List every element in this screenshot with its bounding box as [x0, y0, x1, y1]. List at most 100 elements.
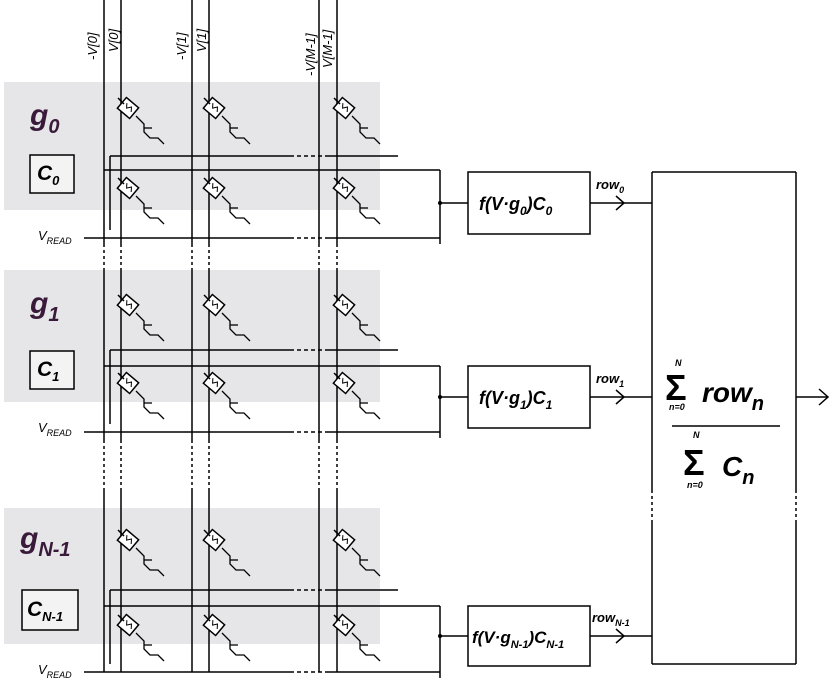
- cell-transistor: [221, 547, 251, 577]
- weight-label-g0: g0: [29, 99, 59, 138]
- sum-denominator: Cn: [722, 451, 754, 489]
- cell-glyph: [126, 103, 132, 113]
- memory-cell-1: [202, 96, 251, 145]
- cell-transistor: [351, 115, 381, 145]
- memory-cell-2: [332, 96, 381, 145]
- memory-cell-8: [332, 293, 381, 342]
- cn-1-box: [21, 589, 79, 631]
- memory-cell-5: [332, 176, 381, 225]
- junction-dot-0: [438, 201, 442, 205]
- cell-lead: [117, 294, 125, 302]
- cell-transistor: [351, 547, 381, 577]
- cell-lead: [333, 97, 341, 105]
- cell-glyph: [342, 535, 348, 545]
- cell-transistor: [135, 547, 165, 577]
- cell-glyph: [126, 378, 132, 388]
- cell-glyph: [126, 183, 132, 193]
- row-label-n-1: rowN-1: [592, 610, 630, 628]
- weight-label-g1: g1: [29, 287, 59, 326]
- sum-numerator: rown: [702, 377, 764, 415]
- cell-transistor: [351, 312, 381, 342]
- cell-glyph: [342, 620, 348, 630]
- cell-lead: [117, 529, 125, 537]
- col-1-pos-label: V[1]: [194, 28, 209, 52]
- memory-cell-3: [116, 176, 165, 225]
- col-1-neg-label: -V[1]: [174, 32, 189, 60]
- memory-cell-13: [202, 528, 251, 577]
- col-0-neg-label: -V[0]: [85, 32, 100, 60]
- cell-transistor: [221, 195, 251, 225]
- cell-lead: [203, 294, 211, 302]
- cell-glyph: [126, 300, 132, 310]
- row-output-wires: [590, 195, 652, 644]
- sum-lower-2: n=0: [687, 480, 703, 490]
- sum-upper-1: N: [675, 358, 682, 368]
- memory-cell-0: [116, 96, 165, 145]
- memory-cell-7: [202, 293, 251, 342]
- memory-cell-16: [202, 613, 251, 662]
- cell-lead: [203, 614, 211, 622]
- cell-glyph: [212, 300, 218, 310]
- memory-cells: [116, 96, 381, 662]
- cell-glyph: [212, 183, 218, 193]
- cell-glyph: [126, 620, 132, 630]
- cell-glyph: [126, 535, 132, 545]
- cell-transistor: [221, 115, 251, 145]
- memory-cell-12: [116, 528, 165, 577]
- cell-transistor: [221, 390, 251, 420]
- junction-dot-2: [438, 634, 442, 638]
- memory-cell-15: [116, 613, 165, 662]
- memory-cell-11: [332, 371, 381, 420]
- crossbar-wires: [84, 0, 468, 678]
- cell-lead: [203, 97, 211, 105]
- col-m-1-pos-label: V[M-1]: [320, 29, 335, 68]
- cell-glyph: [342, 183, 348, 193]
- cell-lead: [117, 614, 125, 622]
- memory-cell-6: [116, 293, 165, 342]
- cell-transistor: [351, 390, 381, 420]
- cell-transistor: [135, 115, 165, 145]
- sum-upper-2: N: [693, 430, 700, 440]
- row-label-1: row1: [596, 371, 624, 389]
- func-label-0: f(V·g0)C0: [479, 194, 553, 218]
- c0-label: C0: [37, 162, 60, 188]
- vread-label-0: VREAD: [38, 228, 72, 246]
- cell-transistor: [351, 632, 381, 662]
- summation-block: [651, 171, 797, 665]
- func-label-1: f(V·g1)C1: [479, 388, 553, 412]
- memory-cell-10: [202, 371, 251, 420]
- cell-glyph: [212, 378, 218, 388]
- col-0-pos-label: V[0]: [106, 28, 121, 52]
- cell-transistor: [221, 312, 251, 342]
- cell-glyph: [342, 378, 348, 388]
- cell-lead: [333, 614, 341, 622]
- sum-lower-1: n=0: [669, 402, 685, 412]
- cell-glyph: [212, 620, 218, 630]
- cell-lead: [203, 177, 211, 185]
- cell-lead: [333, 294, 341, 302]
- weight-label-gn-1: gN-1: [19, 522, 71, 561]
- cell-transistor: [351, 195, 381, 225]
- cell-glyph: [342, 103, 348, 113]
- cell-lead: [117, 177, 125, 185]
- func-block-1: [467, 365, 591, 429]
- c0-box: [29, 154, 75, 194]
- cell-glyph: [342, 300, 348, 310]
- memory-cell-14: [332, 528, 381, 577]
- junction-dot-1: [438, 395, 442, 399]
- cell-glyph: [212, 535, 218, 545]
- cell-transistor: [135, 195, 165, 225]
- cell-lead: [203, 529, 211, 537]
- sum-sigma-2: Σ: [683, 442, 705, 483]
- c1-label: C1: [37, 358, 59, 384]
- cell-lead: [117, 97, 125, 105]
- cell-lead: [333, 177, 341, 185]
- vread-label-n-1: VREAD: [38, 662, 72, 680]
- memory-cell-9: [116, 371, 165, 420]
- cell-lead: [333, 529, 341, 537]
- sum-sigma-1: Σ: [665, 367, 687, 408]
- cn-1-label: CN-1: [27, 598, 63, 624]
- vread-label-1: VREAD: [38, 420, 72, 438]
- cell-glyph: [212, 103, 218, 113]
